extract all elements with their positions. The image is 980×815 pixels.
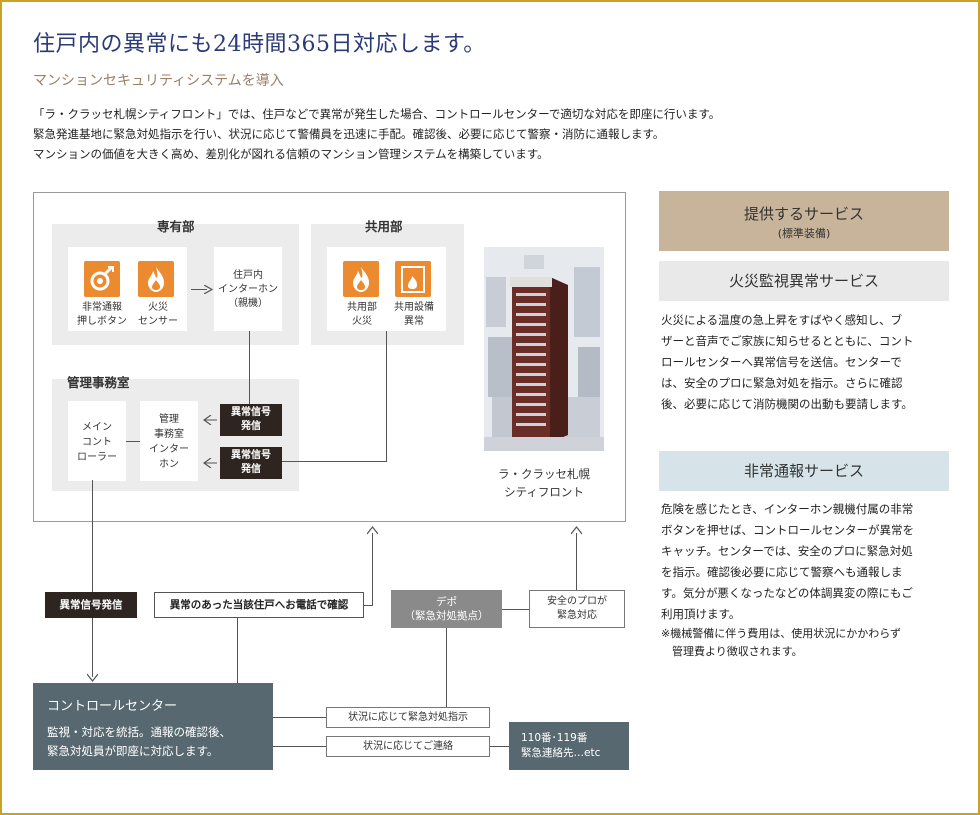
arrow-left-icon <box>203 458 217 468</box>
security-diagram: 専有部 非常通報 押しボタン 火災 センサー 住戸内 インターホン （親機） 共… <box>33 192 626 522</box>
connector-line <box>576 533 577 590</box>
connector-line <box>372 533 373 605</box>
main-controller-label: メイン コント ローラー <box>77 422 117 463</box>
services-subtitle: (標準装備) <box>777 227 831 240</box>
intro-line: 「ラ・クラッセ札幌シティフロント」では、住戸などで異常が発生した場合、コントロー… <box>33 107 721 121</box>
page-subtitle: マンションセキュリティシステムを導入 <box>33 73 284 89</box>
signal-badge: 異常信号 発信 <box>220 447 282 479</box>
common-fire-label: 共用部 火災 <box>347 302 377 327</box>
alarm-button-icon <box>84 261 120 297</box>
connector-line <box>273 717 326 718</box>
control-center-title: コントロールセンター <box>47 699 178 714</box>
equipment-fault-label: 共用設備 異常 <box>394 302 434 327</box>
arrow-down-icon <box>87 673 98 682</box>
private-area-label: 専有部 <box>157 219 195 234</box>
fee-note: ※機械警備に伴う費用は、使用状況にかかわらず 管理費より徴収されます。 <box>661 627 901 658</box>
connector-line <box>502 609 529 610</box>
intercom-card <box>214 247 282 331</box>
connector-line <box>126 441 140 442</box>
emergency-service-text: 危険を感じたとき、インターホン親機付属の非常 ボタンを押せば、コントロールセンタ… <box>661 502 914 621</box>
connector-line <box>92 480 93 677</box>
common-area-label: 共用部 <box>365 219 403 234</box>
connector-line <box>490 746 509 747</box>
services-title: 提供するサービス <box>743 205 864 223</box>
office-intercom-card <box>140 401 198 481</box>
building-caption: ラ・クラッセ札幌 シティフロント <box>498 467 590 499</box>
connector-line <box>386 331 387 461</box>
connector-line <box>191 289 207 290</box>
arrow-up-icon <box>367 526 378 535</box>
arrow-left-icon <box>203 415 217 425</box>
intro-line: マンションの価値を大きく高め、差別化が図れる信頼のマンション管理システムを構築し… <box>33 147 549 161</box>
building-illustration <box>484 247 604 451</box>
equipment-fault-icon <box>395 261 431 297</box>
control-center-box: コントロールセンター 監視・対応を統括。通報の確認後、 緊急対処員が即座に対応し… <box>33 683 273 770</box>
office-label: 管理事務室 <box>67 375 130 390</box>
intro-line: 緊急発進基地に緊急対処指示を行い、状況に応じて警備員を迅速に手配。確認後、必要に… <box>33 127 665 141</box>
fire-service-text: 火災による温度の急上昇をすばやく感知し、ブ ザーと音声でご家族に知らせるとともに… <box>661 313 914 411</box>
connector-line <box>273 746 326 747</box>
flame-icon <box>343 261 379 297</box>
emergency-contacts-box: 110番･119番 緊急連絡先…etc <box>509 722 629 770</box>
phone-confirm-badge: 異常のあった当該住戸へお電話で確認 <box>154 592 364 618</box>
depot-box: デポ （緊急対処拠点） <box>391 590 502 628</box>
connector-line <box>237 618 238 684</box>
arrow-up-icon <box>571 526 582 535</box>
intro-text: 「ラ・クラッセ札幌シティフロント」では、住戸などで異常が発生した場合、コントロー… <box>33 104 720 164</box>
control-center-body: 監視・対応を統括。通報の確認後、 緊急対処員が即座に対応します。 <box>47 725 231 758</box>
flame-icon <box>138 261 174 297</box>
arrow-right-icon <box>204 285 213 294</box>
signal-badge: 異常信号 発信 <box>220 404 282 436</box>
fire-service-title: 火災監視異常サービス <box>659 261 949 301</box>
services-header: 提供するサービス (標準装備) <box>659 191 949 251</box>
connector-line <box>249 331 250 404</box>
fire-sensor-label: 火災 センサー <box>138 302 178 327</box>
office-intercom-label: 管理 事務室 インター ホン <box>149 414 189 470</box>
intercom-label: 住戸内 インターホン （親機） <box>218 270 278 309</box>
pro-response-box: 安全のプロが 緊急対応 <box>529 590 625 628</box>
connector-line <box>282 461 387 462</box>
instruct-label: 状況に応じて緊急対処指示 <box>326 707 490 728</box>
emergency-button-label: 非常通報 押しボタン <box>77 302 127 327</box>
page-title: 住戸内の異常にも24時間365日対応します。 <box>33 32 486 57</box>
connector-line <box>364 605 373 606</box>
signal-out-badge: 異常信号発信 <box>45 592 137 618</box>
connector-line <box>446 628 447 707</box>
emergency-service-title: 非常通報サービス <box>659 451 949 491</box>
main-controller-card <box>68 401 126 481</box>
contact-label: 状況に応じてご連絡 <box>326 736 490 757</box>
